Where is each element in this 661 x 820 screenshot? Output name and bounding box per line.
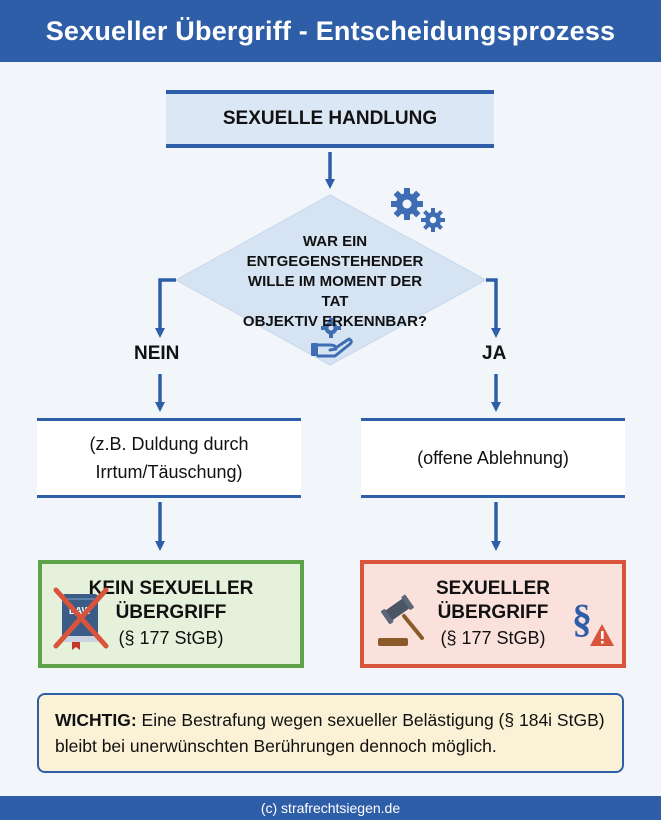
example-line: Irrtum/Täuschung) xyxy=(95,462,243,482)
note-label: WICHTIG: xyxy=(55,710,137,730)
footer-credit: (c) strafrechtsiegen.de xyxy=(0,796,661,820)
decision-question: WAR EIN ENTGEGENSTEHENDER WILLE IM MOMEN… xyxy=(240,232,430,332)
crossed-law-book-icon: LAW xyxy=(53,587,109,650)
result-box-kein-uebergriff: LAW KEIN SEXUELLER ÜBERGRIFF (§ 177 StGB… xyxy=(38,560,304,668)
note-text: Eine Bestrafung wegen sexueller Belästig… xyxy=(55,710,605,756)
decision-line: ENTGEGENSTEHENDER xyxy=(246,253,424,270)
paragraph-symbol: § xyxy=(572,596,592,641)
decision-diamond xyxy=(174,194,488,366)
arrow-decision-to-ja xyxy=(486,278,501,338)
decision-line: OBJEKTIV ERKENNBAR? xyxy=(242,313,428,330)
page-title: Sexueller Übergriff - Entscheidungsproze… xyxy=(0,0,661,62)
decision-line: WILLE IM MOMENT DER TAT xyxy=(247,273,423,310)
law-book-label: LAW xyxy=(69,606,92,617)
example-box-nein: (z.B. Duldung durch Irrtum/Täuschung) xyxy=(37,418,301,498)
paragraph-warning-icon: § xyxy=(572,596,614,646)
result-title-line: SEXUELLER xyxy=(435,578,551,599)
example-line: (offene Ablehnung) xyxy=(417,448,569,468)
result-title-line: ÜBERGRIFF xyxy=(437,602,549,623)
result-title-line: KEIN SEXUELLER xyxy=(88,578,254,599)
start-node: SEXUELLE HANDLUNG xyxy=(166,90,494,148)
result-box-sexueller-uebergriff: § SEXUELLER ÜBERGRIFF (§ 177 StGB) xyxy=(360,560,626,668)
example-line: (z.B. Duldung durch xyxy=(89,434,249,454)
result-reference: (§ 177 StGB) xyxy=(440,628,546,648)
decision-line: WAR EIN xyxy=(302,233,368,250)
gears-icon xyxy=(391,188,445,232)
result-title-line: ÜBERGRIFF xyxy=(115,602,227,623)
arrow-decision-to-nein xyxy=(155,278,176,338)
important-note: WICHTIG: Eine Bestrafung wegen sexueller… xyxy=(37,693,624,773)
branch-label-nein: NEIN xyxy=(134,343,180,364)
branch-label-ja: JA xyxy=(482,343,507,364)
gavel-icon xyxy=(378,594,424,646)
hand-gear-icon xyxy=(311,318,353,358)
result-reference: (§ 177 StGB) xyxy=(118,628,224,648)
example-box-ja: (offene Ablehnung) xyxy=(361,418,625,498)
